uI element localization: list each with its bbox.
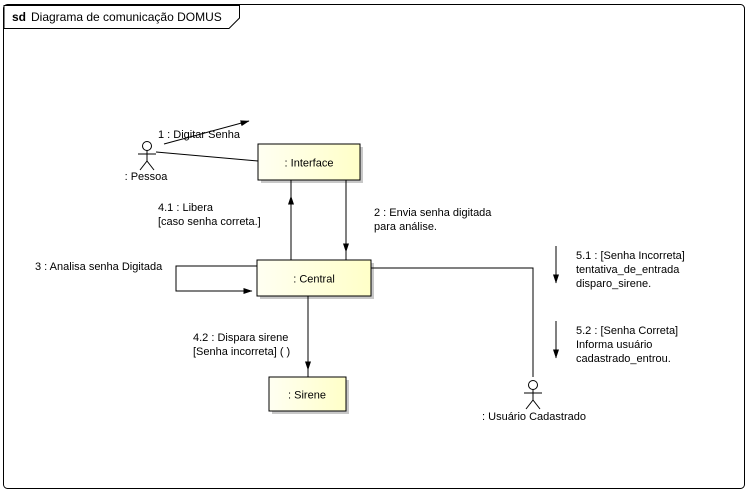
link-central-usuario <box>371 267 534 377</box>
message-3-self-loop <box>175 265 257 294</box>
object-central-box <box>256 259 372 297</box>
actor-usuario-label: : Usuário Cadastrado <box>482 411 586 423</box>
object-central-label: : Central <box>293 274 335 286</box>
object-interface: : Interface <box>257 143 363 183</box>
object-central: : Central <box>256 259 374 299</box>
message-41-label-line1: 4.1 : Libera <box>158 202 214 214</box>
message-52-label-line3: cadastrado_entrou. <box>576 353 671 365</box>
object-interface-box <box>257 143 361 181</box>
link-pessoa-interface <box>155 151 259 162</box>
diagram-frame-border <box>3 4 745 489</box>
frame-tag-label: sd <box>12 10 26 24</box>
message-52-label-line2: Informa usuário <box>576 339 652 351</box>
message-2-label-line2: para análise. <box>374 221 437 233</box>
actor-pessoa-label: : Pessoa <box>125 171 169 183</box>
message-41-label-line2: [caso senha correta.] <box>158 216 261 228</box>
message-2-label-line1: 2 : Envia senha digitada <box>374 207 492 219</box>
object-sirene-label: : Sirene <box>288 390 326 402</box>
message-51-label-line2: tentativa_de_entrada <box>576 264 680 276</box>
message-1-arrow <box>163 120 250 145</box>
message-3-label: 3 : Analisa senha Digitada <box>35 261 163 273</box>
object-sirene-box <box>268 376 347 412</box>
message-52-label-line1: 5.2 : [Senha Correta] <box>576 325 678 337</box>
frame-tab <box>3 5 240 29</box>
actor-pessoa: : Pessoa <box>125 141 169 183</box>
frame-title: Diagrama de comunicação DOMUS <box>31 10 222 24</box>
message-51-label-line3: disparo_sirene. <box>576 278 651 290</box>
message-42-label-line1: 4.2 : Dispara sirene <box>193 332 288 344</box>
message-1-label: 1 : Digitar Senha <box>158 129 241 141</box>
object-sirene: : Sirene <box>268 376 349 414</box>
message-42-label-line2: [Senha incorreta] ( ) <box>193 346 290 358</box>
object-interface-label: : Interface <box>285 158 334 170</box>
message-51-label-line1: 5.1 : [Senha Incorreta] <box>576 250 685 262</box>
actor-usuario-cadastrado: : Usuário Cadastrado <box>482 380 586 423</box>
